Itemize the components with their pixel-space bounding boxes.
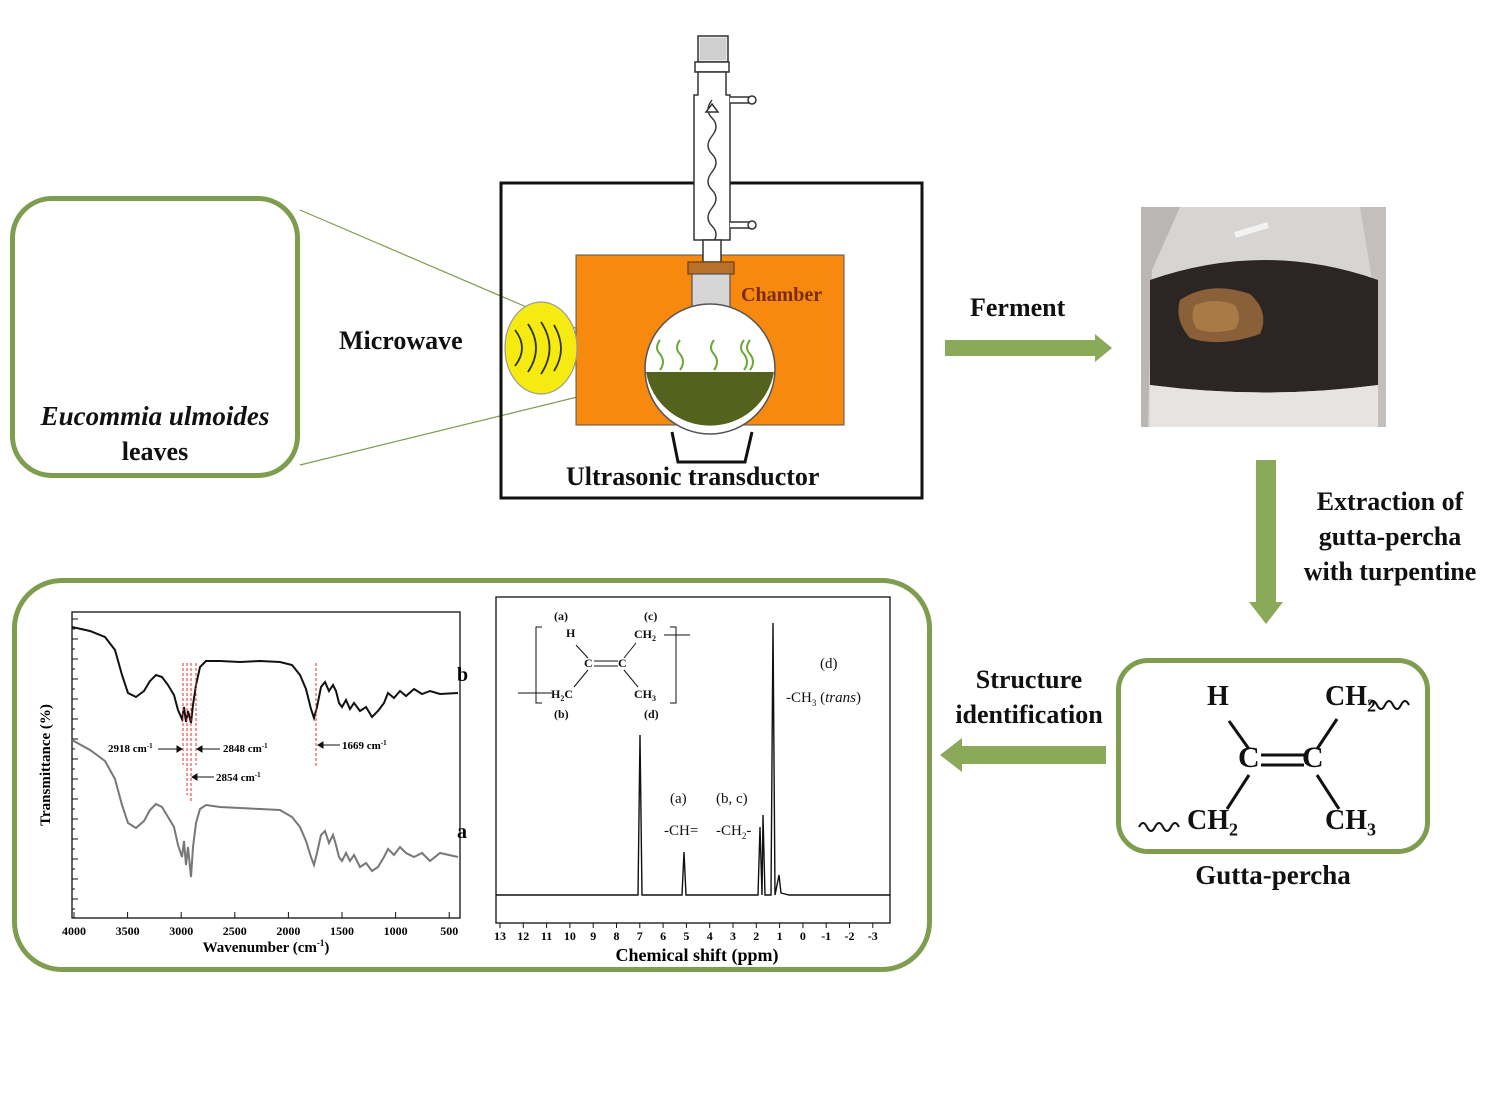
struct-CH2: CH2 [634, 627, 656, 643]
stopper [687, 261, 735, 275]
nmr-plot-frame [495, 596, 891, 924]
gutta-percha-label: Gutta-percha [1195, 860, 1351, 890]
ftir-y-ticks [72, 618, 78, 910]
ftir-x-tick-label: 4000 [62, 924, 86, 938]
nmr-x-tick-label: 13 [494, 929, 506, 943]
nmr-x-tick-label: 8 [614, 929, 620, 943]
nmr-annot-a-group: -CH= [664, 823, 698, 839]
struct-label-d: (d) [644, 707, 659, 721]
gp-CH2-top: CH2 [1325, 681, 1376, 716]
ftir-x-tick-label: 3500 [116, 924, 140, 938]
struct-C-left: C [584, 656, 593, 670]
struct-label-b: (b) [554, 707, 569, 721]
ftir-x-ticks: 4000 3500 3000 2500 2000 1500 1000 500 [62, 912, 458, 938]
nmr-x-tick-label: 1 [777, 929, 783, 943]
ftir-x-tick-label: 2500 [223, 924, 247, 938]
nmr-xlabel: Chemical shift (ppm) [616, 945, 779, 966]
ftir-x-tick-label: 500 [440, 924, 458, 938]
nmr-annot-a: (a) [670, 791, 687, 807]
gp-CH3: CH3 [1325, 805, 1376, 840]
ftir-curve-a [71, 739, 459, 878]
ftir-series-a-label: a [457, 821, 467, 843]
gp-CH2-bottom: CH2 [1187, 805, 1238, 840]
nmr-annot-d: (d) [820, 656, 838, 672]
ftir-x-tick-label: 3000 [169, 924, 193, 938]
nmr-structure-labels: (a) (c) H CH2 C C H2C CH3 (b) (d) [551, 609, 659, 721]
gp-C-left: C [1238, 741, 1260, 774]
nmr-annot-bc-group: -CH2- [716, 823, 751, 841]
ferment-label: Ferment [970, 293, 1066, 322]
arrow-extraction [1249, 460, 1283, 624]
gp-C-right: C [1302, 741, 1324, 774]
characterization-panel [12, 578, 932, 972]
ftir-peak-2918: 2918 cm-1 [108, 742, 153, 755]
struct-label-a: (a) [554, 609, 568, 623]
gutta-percha-structure [1138, 700, 1410, 832]
ftir-peak-lines [182, 663, 317, 801]
arrow-ferment [945, 334, 1112, 362]
nmr-x-tick-label: 12 [517, 929, 529, 943]
chamber-label: Chamber [741, 284, 823, 306]
ftir-plot-frame [71, 611, 461, 919]
nmr-x-tick-label: 6 [660, 929, 666, 943]
round-bottom-flask [644, 303, 776, 435]
microwave-source [504, 301, 578, 395]
nmr-annot-d-group: -CH3 (trans) [786, 690, 861, 708]
ftir-chart: 4000 3500 3000 2500 2000 1500 1000 500 2918 cm-… [38, 611, 468, 956]
nmr-x-tick-label: -2 [845, 929, 855, 943]
gp-H: H [1207, 681, 1229, 712]
ftir-ylabel: Transmittance (%) [38, 704, 54, 826]
microwave-waves-icon [514, 321, 562, 375]
nmr-x-tick-label: 5 [683, 929, 689, 943]
ftir-curve-b [71, 626, 459, 724]
ftir-peak-1669: 1669 cm-1 [342, 739, 387, 752]
leaves-title-plain: leaves [121, 437, 189, 466]
nmr-spectrum [496, 622, 890, 896]
nmr-x-tick-label: 2 [753, 929, 759, 943]
nmr-x-tick-label: 7 [637, 929, 643, 943]
struct-CH3: CH3 [634, 687, 656, 703]
nmr-x-tick-label: 4 [707, 929, 713, 943]
nmr-x-tick-label: 9 [590, 929, 596, 943]
leaves-title-italic: Eucommia ulmoides [40, 401, 270, 431]
ftir-peak-2848: 2848 cm-1 [223, 742, 268, 755]
nmr-x-tick-label: 11 [541, 929, 552, 943]
transducer-label: Ultrasonic transductor [566, 462, 820, 491]
struct-label-c: (c) [644, 609, 657, 623]
condenser [693, 35, 757, 263]
nmr-x-tick-label: -1 [821, 929, 831, 943]
nmr-x-tick-label: -3 [868, 929, 878, 943]
nmr-annot-bc: (b, c) [716, 791, 748, 807]
ftir-xlabel: Wavenumber (cm-1) [203, 938, 330, 956]
ftir-series-b-label: b [457, 664, 468, 686]
nmr-x-tick-label: 0 [800, 929, 806, 943]
nmr-x-tick-label: 10 [564, 929, 576, 943]
struct-C-right: C [618, 656, 627, 670]
microwave-label: Microwave [339, 326, 463, 355]
nmr-structure-inset [518, 626, 690, 704]
nmr-x-tick-label: 3 [730, 929, 736, 943]
struct-H: H [566, 626, 576, 640]
ftir-peak-2854: 2854 cm-1 [216, 771, 261, 784]
ftir-peak-arrows [158, 741, 340, 781]
fermentation-flask-photo [1141, 207, 1386, 427]
ftir-x-tick-label: 1500 [330, 924, 354, 938]
ftir-x-tick-label: 2000 [276, 924, 300, 938]
gutta-percha-panel: H CH2 C C CH2 CH3 [1116, 658, 1430, 854]
arrow-structure [940, 738, 1106, 772]
ftir-x-tick-label: 1000 [384, 924, 408, 938]
ultrasonic-transducer [670, 431, 754, 464]
struct-H2C: H2C [551, 687, 573, 703]
nmr-annotations: (a) -CH= (b, c) -CH2- (d) -CH3 (trans) [664, 656, 861, 841]
leaves-panel: Eucommia ulmoides leaves [10, 196, 300, 478]
